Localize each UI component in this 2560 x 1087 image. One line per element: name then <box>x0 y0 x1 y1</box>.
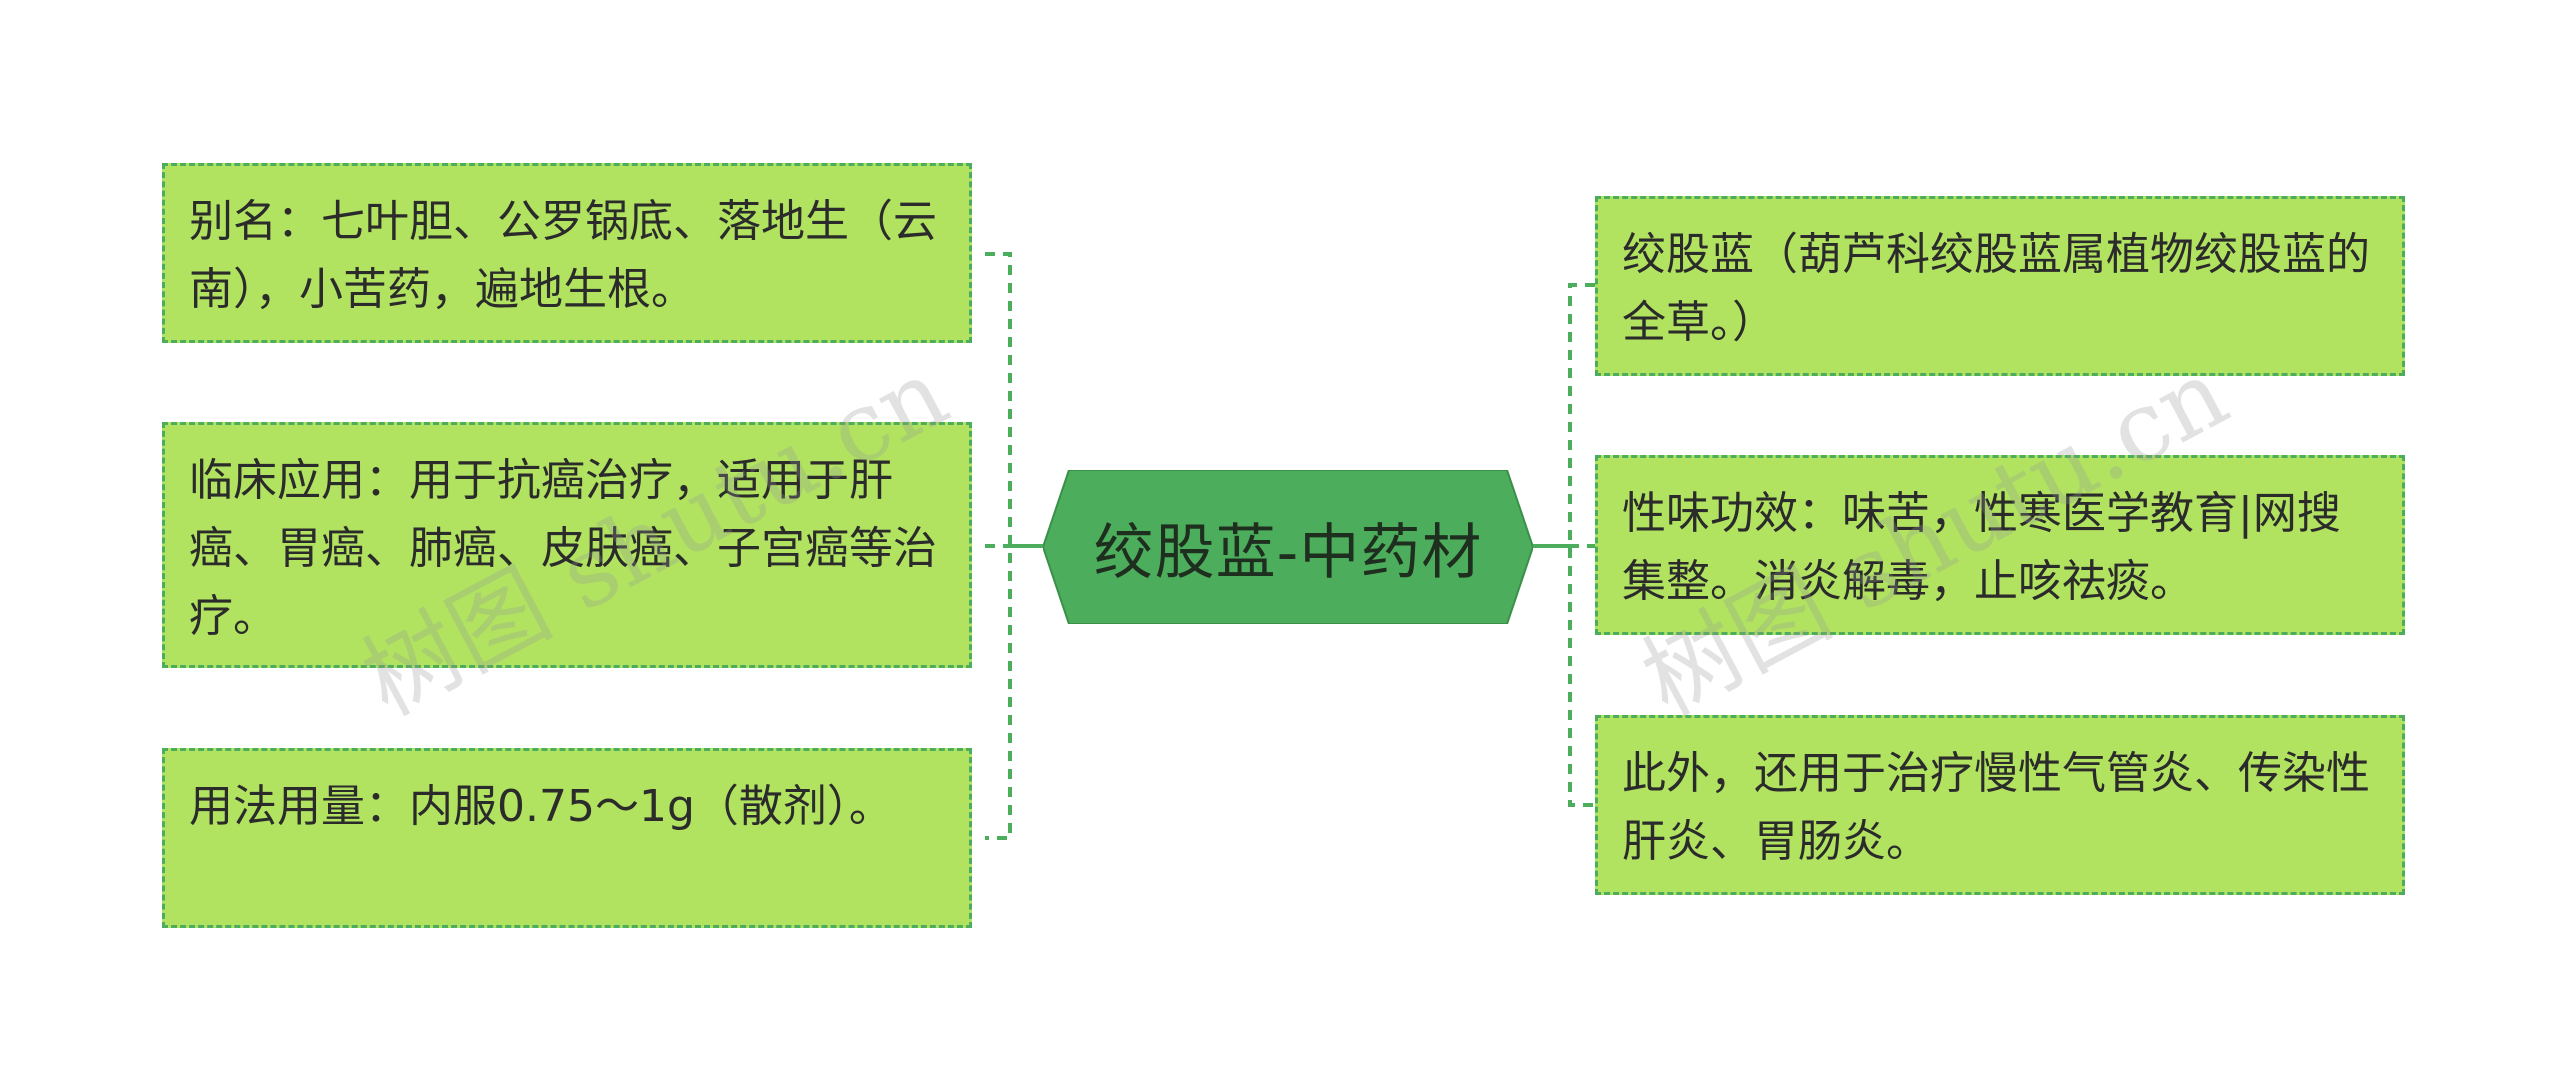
right-topic-additional-use[interactable]: 此外，还用于治疗慢性气管炎、传染性肝炎、胃肠炎。 <box>1595 715 2405 895</box>
right-topic-additional-use-text: 此外，还用于治疗慢性气管炎、传染性肝炎、胃肠炎。 <box>1622 748 2370 867</box>
right-topic-origin-text: 绞股蓝（葫芦科绞股蓝属植物绞股蓝的全草。） <box>1622 229 2370 348</box>
central-topic-label: 绞股蓝-中药材 <box>1093 517 1483 588</box>
connector-left-1 <box>985 252 1012 840</box>
left-topic-alias[interactable]: 别名：七叶胆、公罗锅底、落地生（云南），小苦药，遍地生根。 <box>162 163 972 343</box>
central-topic-shape <box>1043 470 1533 624</box>
right-topic-origin[interactable]: 绞股蓝（葫芦科绞股蓝属植物绞股蓝的全草。） <box>1595 196 2405 376</box>
right-topic-properties[interactable]: 性味功效：味苦，性寒医学教育|网搜集整。消炎解毒，止咳祛痰。 <box>1595 455 2405 635</box>
left-topic-clinical-use-text: 临床应用：用于抗癌治疗，适用于肝癌、胃癌、肺癌、皮肤癌、子宫癌等治疗。 <box>189 455 937 642</box>
right-topic-properties-text: 性味功效：味苦，性寒医学教育|网搜集整。消炎解毒，止咳祛痰。 <box>1622 488 2341 607</box>
left-topic-alias-text: 别名：七叶胆、公罗锅底、落地生（云南），小苦药，遍地生根。 <box>189 196 937 315</box>
left-topic-dosage[interactable]: 用法用量：内服0.75～1g（散剂）。 <box>162 748 972 928</box>
left-topic-clinical-use[interactable]: 临床应用：用于抗癌治疗，适用于肝癌、胃癌、肺癌、皮肤癌、子宫癌等治疗。 <box>162 422 972 668</box>
central-topic[interactable]: 绞股蓝-中药材 <box>1043 470 1533 624</box>
left-topic-dosage-text: 用法用量：内服0.75～1g（散剂）。 <box>189 781 893 832</box>
